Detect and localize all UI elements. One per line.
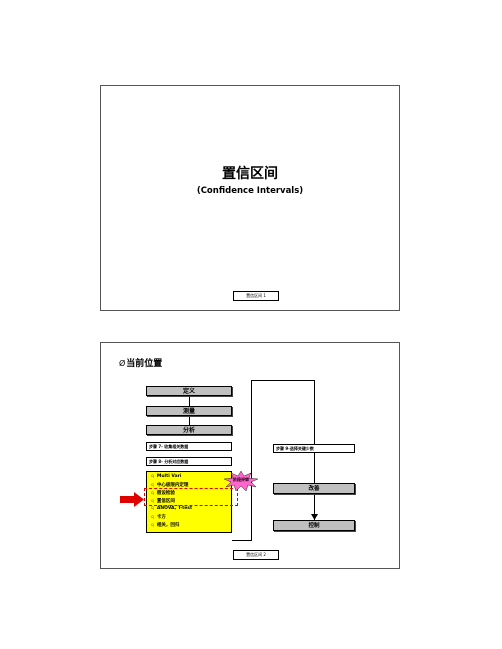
connector-line [251, 380, 314, 381]
title-slide: 置信区间 (Confidence Intervals) 置信区间 1 [100, 85, 400, 311]
connector-line [314, 453, 315, 483]
current-position-highlight [144, 488, 238, 506]
slide-heading: Ø当前位置 [119, 356, 162, 369]
phase-define: 定义 [146, 386, 232, 396]
step-9-box: 步骤 9-选择关键少数 [273, 444, 355, 453]
slide-footer: 置信区间 2 [233, 550, 279, 560]
phase-measure: 测量 [146, 406, 232, 416]
roadmap-slide: Ø当前位置 定义 测量 分析 步骤 7- 收集相关数据 步骤 8- 分析对应数据… [100, 342, 400, 569]
connector-line [189, 416, 190, 425]
review-starburst-icon [224, 471, 258, 491]
slide-subtitle: (Confidence Intervals) [196, 186, 304, 196]
connector-line [232, 540, 252, 541]
slide-footer: 置信区间 1 [233, 291, 279, 301]
step-7-box: 步骤 7- 收集相关数据 [146, 442, 232, 451]
slide-title: 置信区间 [222, 166, 278, 182]
connector-line [251, 380, 252, 540]
review-label: 阶段评审 [233, 477, 249, 482]
phase-analyze: 分析 [146, 425, 232, 435]
connector-line [314, 494, 315, 520]
arrow-down-icon [311, 514, 318, 520]
red-arrow-icon [120, 492, 144, 507]
step-8-box: 步骤 8- 分析对应数据 [146, 457, 232, 466]
connector-line [189, 396, 190, 406]
heading-text: 当前位置 [126, 359, 163, 369]
phase-control: 控制 [273, 520, 355, 531]
phase-improve: 改善 [273, 483, 355, 494]
connector-line [314, 380, 315, 444]
heading-bullet-icon: Ø [119, 359, 126, 368]
